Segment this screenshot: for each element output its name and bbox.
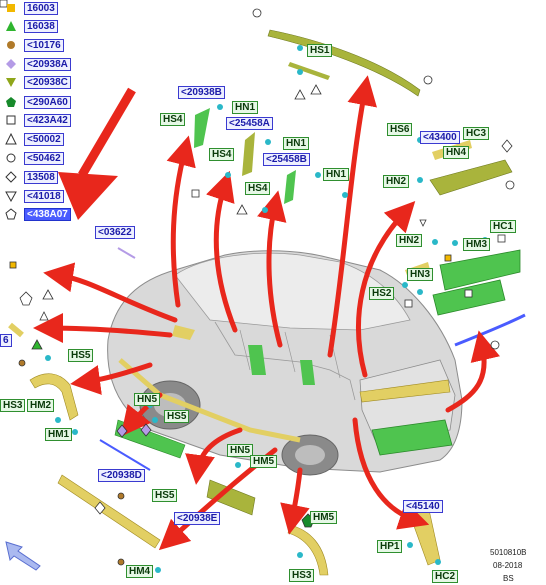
callout-hc1: HC1 — [490, 220, 517, 233]
pentagon-filled-icon — [4, 95, 18, 109]
legend-code: <41018 — [24, 189, 64, 203]
legend-row-423a42: <423A42 — [4, 113, 71, 127]
legend-code: 16038 — [24, 19, 58, 33]
callout-hs4-b: HS4 — [209, 148, 235, 161]
callout-hn5-a: HN5 — [134, 393, 161, 406]
triangle-down-outline-icon — [4, 189, 18, 203]
callout-hm1: HM1 — [45, 428, 73, 441]
legend-code: 16003 — [24, 1, 58, 15]
square-outline-icon — [4, 113, 18, 127]
legend-code: <423A42 — [24, 113, 71, 127]
legend-row-50462: <50462 — [4, 151, 64, 165]
legend-row-438a07: <438A07 — [4, 207, 71, 221]
callout-hm5-b: HM5 — [310, 511, 338, 524]
callout-hn3: HN3 — [407, 268, 434, 281]
callout-hn1-a: HN1 — [232, 101, 259, 114]
callout-hn2-b: HN2 — [396, 234, 423, 247]
legend-row-20938a: <20938A — [4, 57, 71, 71]
legend-code: <50002 — [24, 132, 64, 146]
roof-trim-parts — [194, 29, 421, 204]
callout-hs5-a: HS5 — [68, 349, 94, 362]
callout-hs2: HS2 — [369, 287, 395, 300]
part-symbols — [0, 0, 515, 566]
triangle-down-filled-icon — [4, 75, 18, 89]
pointer-arrow — [78, 87, 136, 178]
legend-code: <50462 — [24, 151, 64, 165]
diamond-filled-icon — [4, 57, 18, 71]
drawing-reference: 5010810B — [490, 548, 527, 557]
callout-20938d: <20938D — [98, 469, 145, 482]
callout-03622: <03622 — [95, 226, 135, 239]
callout-hs6: HS6 — [387, 123, 413, 136]
callout-hn2-a: HN2 — [383, 175, 410, 188]
drawing-date: 08-2018 — [493, 561, 523, 570]
callout-43400: <43400 — [420, 131, 460, 144]
callout-hs5-b: HS5 — [164, 410, 190, 423]
callout-hc2: HC2 — [432, 570, 459, 583]
pentagon-outline-icon — [4, 207, 18, 221]
callout-hn5-b: HN5 — [227, 444, 254, 457]
circle-outline-icon — [4, 151, 18, 165]
legend-code: <10176 — [24, 38, 64, 52]
callout-6: 6 — [0, 334, 12, 347]
callout-45140: <45140 — [403, 500, 443, 513]
callout-hs3-b: HS3 — [289, 569, 315, 582]
drawing-initials: BS — [503, 574, 514, 583]
square-filled-icon — [4, 1, 18, 15]
legend-code-highlighted: <438A07 — [24, 207, 71, 221]
orientation-arrow-icon — [5, 541, 41, 571]
callout-hs4-c: HS4 — [245, 182, 271, 195]
callout-hs3-a: HS3 — [0, 399, 26, 412]
callout-hc3: HC3 — [463, 127, 490, 140]
callout-20938e: <20938E — [174, 512, 221, 525]
legend-code: <20938A — [24, 57, 71, 71]
callout-hs4-a: HS4 — [160, 113, 186, 126]
callout-hm2: HM2 — [27, 399, 55, 412]
pointer-arrowhead — [58, 172, 118, 220]
callout-hs5-c: HS5 — [152, 489, 178, 502]
callout-hn1-c: HN1 — [323, 168, 350, 181]
callout-25458b: <25458B — [263, 153, 310, 166]
legend-row-13508: 13508 — [4, 170, 58, 184]
circle-filled-icon — [4, 38, 18, 52]
callout-20938b: <20938B — [178, 86, 225, 99]
legend-code: 13508 — [24, 170, 58, 184]
legend-row-16038: 16038 — [4, 19, 58, 33]
callout-hm5-a: HM5 — [250, 455, 278, 468]
legend-row-10176: <10176 — [4, 38, 64, 52]
legend-row-41018: <41018 — [4, 189, 64, 203]
callout-hn4: HN4 — [443, 146, 470, 159]
triangle-outline-icon — [4, 132, 18, 146]
callout-hs1: HS1 — [307, 44, 333, 57]
callout-hn1-b: HN1 — [283, 137, 310, 150]
fastener-clips — [45, 45, 488, 573]
callout-hp1: HP1 — [377, 540, 403, 553]
callout-25458a: <25458A — [226, 117, 273, 130]
legend-code: <20938C — [24, 75, 71, 89]
callout-hm3: HM3 — [463, 238, 491, 251]
legend-row-16003: 16003 — [4, 1, 58, 15]
legend-code: <290A60 — [24, 95, 71, 109]
diamond-outline-icon — [4, 170, 18, 184]
legend-row-290a60: <290A60 — [4, 95, 71, 109]
callout-hm4: HM4 — [126, 565, 154, 578]
triangle-filled-icon — [4, 19, 18, 33]
legend-row-50002: <50002 — [4, 132, 64, 146]
legend-row-20938c: <20938C — [4, 75, 71, 89]
